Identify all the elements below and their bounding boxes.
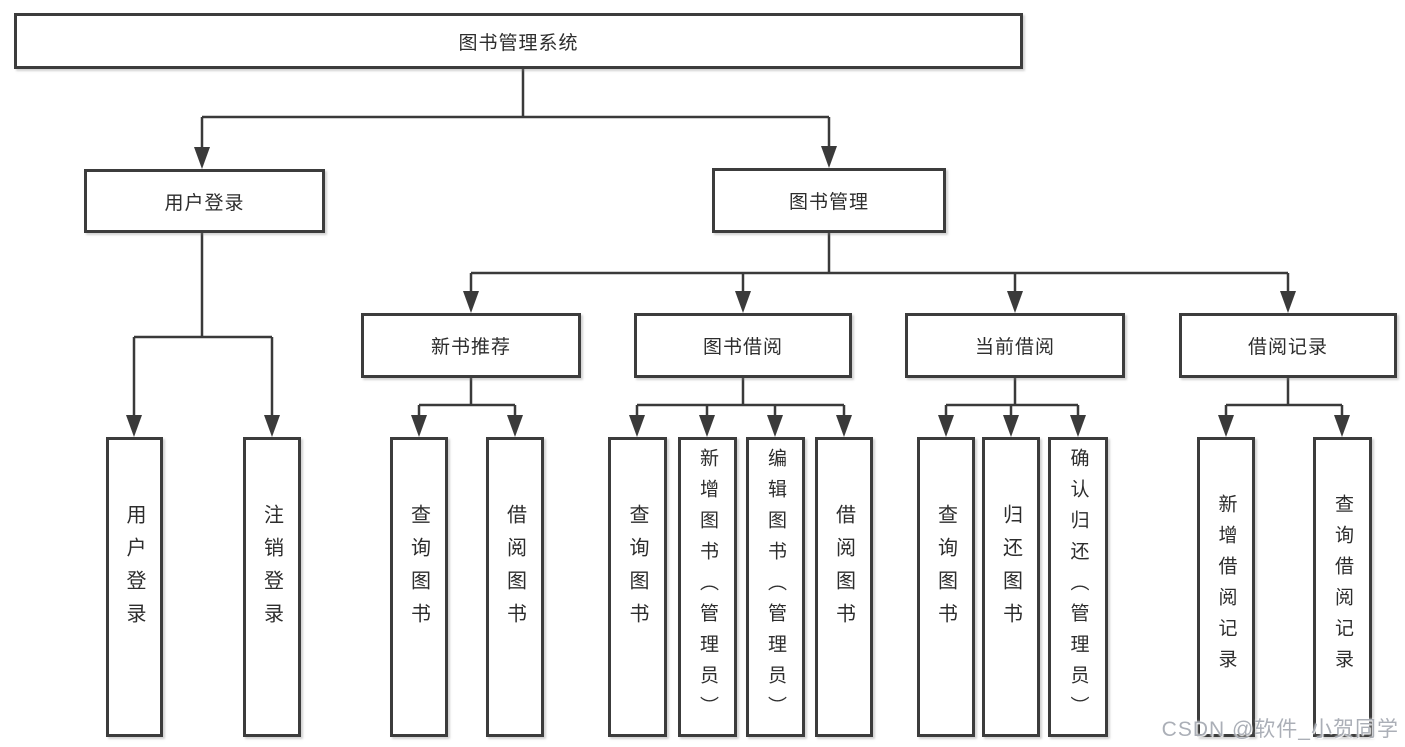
node-borrow-books: 借阅图书	[815, 437, 873, 737]
node-label: 借阅图书	[503, 504, 526, 636]
node-confirm-return-admin: 确认归还（管理员）	[1048, 437, 1108, 737]
node-query-books-borrowing: 查询图书	[608, 437, 667, 737]
node-label: 查询图书	[626, 504, 648, 636]
node-label: 借阅记录	[1247, 337, 1328, 358]
node-borrow-books-recommend: 借阅图书	[486, 437, 544, 737]
node-query-borrow-record: 查询借阅记录	[1313, 437, 1372, 737]
node-book-borrowing: 图书借阅	[634, 313, 852, 378]
node-label: 图书管理系统	[458, 32, 579, 54]
node-borrowing-records: 借阅记录	[1179, 313, 1397, 378]
node-label: 新增借阅记录	[1215, 494, 1237, 680]
node-query-books-current: 查询图书	[917, 437, 975, 737]
node-new-book-recommend: 新书推荐	[361, 313, 581, 378]
node-label: 当前借阅	[974, 337, 1055, 358]
node-label: 用户登录	[123, 504, 145, 636]
node-label: 编辑图书（管理员）	[765, 447, 786, 727]
node-label: 图书管理	[788, 192, 869, 213]
node-label: 图书借阅	[702, 337, 783, 358]
node-edit-book-admin: 编辑图书（管理员）	[746, 437, 805, 737]
arrowheads	[126, 146, 1350, 437]
node-user-login: 用户登录	[106, 437, 163, 737]
node-current-borrowing: 当前借阅	[905, 313, 1125, 378]
node-label: 借阅图书	[832, 504, 855, 636]
node-label: 注销登录	[260, 504, 283, 636]
node-add-borrow-record: 新增借阅记录	[1197, 437, 1255, 737]
node-add-book-admin: 新增图书（管理员）	[678, 437, 737, 737]
node-label: 确认归还（管理员）	[1067, 447, 1089, 727]
node-label: 用户登录	[164, 192, 245, 214]
watermark-text: CSDN @软件_小贺同学	[1161, 718, 1399, 741]
node-return-books: 归还图书	[982, 437, 1040, 737]
node-label: 查询借阅记录	[1332, 494, 1353, 680]
node-label: 新增图书（管理员）	[697, 447, 718, 727]
node-label: 新书推荐	[430, 337, 511, 358]
node-library-management-system: 图书管理系统	[14, 13, 1023, 69]
node-label: 查询图书	[407, 504, 430, 636]
node-logout: 注销登录	[243, 437, 301, 737]
node-book-management: 图书管理	[712, 168, 946, 233]
node-query-books-recommend: 查询图书	[390, 437, 448, 737]
node-label: 归还图书	[999, 504, 1022, 636]
node-user-login-group: 用户登录	[84, 169, 325, 233]
node-label: 查询图书	[934, 504, 957, 636]
